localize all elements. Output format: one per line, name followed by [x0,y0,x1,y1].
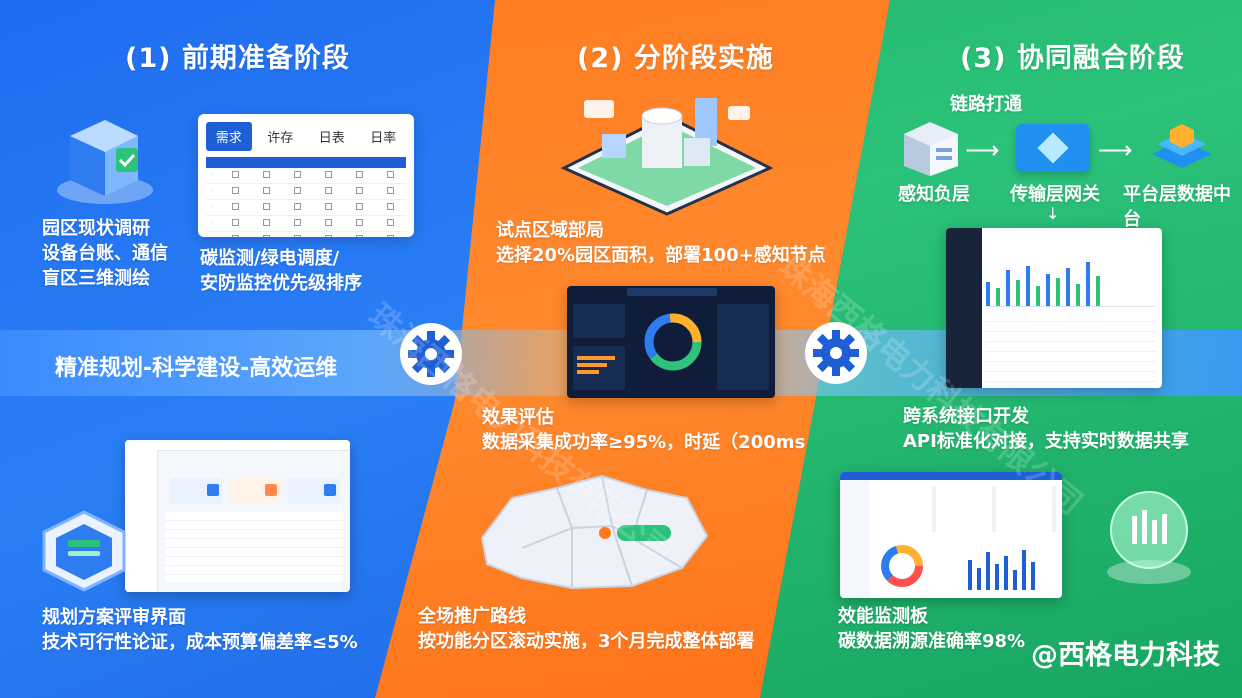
requirements-tabs: 需求 许存 日表 日率 [198,114,414,157]
sensing-building-icon [904,122,958,176]
link-label: 链路打通 [950,94,1022,115]
gear-icon [400,323,462,385]
zone-map-illustration [480,474,709,590]
data-platform-icon [1152,124,1212,168]
tab-daily-table[interactable]: 日表 [318,131,345,146]
rollout-label: 全场推广路线 按功能分区滚动实施，3个月完成整体部署 [418,606,755,652]
brand-watermark: @西格电力科技 [1031,640,1220,671]
server-icon [57,120,153,204]
review-label: 规划方案评审界面 技术可行性论证，成本预算偏差率≤5% [42,607,358,653]
requirements-table-card: 需求 许存 日表 日率 · · · · · [198,114,414,237]
api-label: 跨系统接口开发 API标准化对接，支持实时数据共享 [903,406,1189,452]
arrow-down-icon: ↓ [1046,204,1060,223]
smart-park-illustration [560,98,774,216]
gear-icon [805,322,867,384]
interface-dashboard-screenshot [946,228,1162,388]
node-platform: 平台层数据中台 [1123,184,1231,230]
arrow-right-icon: ⟶ [1098,136,1133,164]
monitor-dashboard-screenshot [840,472,1062,598]
blueprint-icon [42,510,126,592]
requirements-table: · · · · · [206,157,406,237]
stage3-title: (3) 协同融合阶段 [960,43,1185,74]
review-dashboard-screenshot [125,440,350,592]
arrow-right-icon: ⟶ [965,136,1000,164]
pilot-label: 试点区域部局 选择20%园区面积，部署100+感知节点 [496,220,826,266]
stage2-title: (2) 分阶段实施 [577,43,774,74]
survey-label: 园区现状调研 设备台账、通信 盲区三维测绘 [42,218,168,289]
control-dashboard-screenshot [567,286,775,398]
gateway-icon [1016,124,1090,172]
priority-label: 碳监测/绿电调度/ 安防监控优先级排序 [200,248,362,294]
node-sensing: 感知负层 [898,184,970,205]
tab-inventory[interactable]: 许存 [267,131,294,146]
monitor-label: 效能监测板 碳数据溯源准确率98% [838,606,1026,652]
evaluation-label: 效果评估 数据采集成功率≥95%，时延（200ms [482,407,806,453]
tab-requirements[interactable]: 需求 [206,122,252,151]
node-gateway: 传输层网关 [1010,184,1100,205]
tab-daily-rate[interactable]: 日率 [370,131,397,146]
stage1-title: (1) 前期准备阶段 [125,43,350,74]
analytics-orb-icon [1107,491,1191,584]
slogan-text: 精准规划-科学建设-高效运维 [55,356,338,381]
